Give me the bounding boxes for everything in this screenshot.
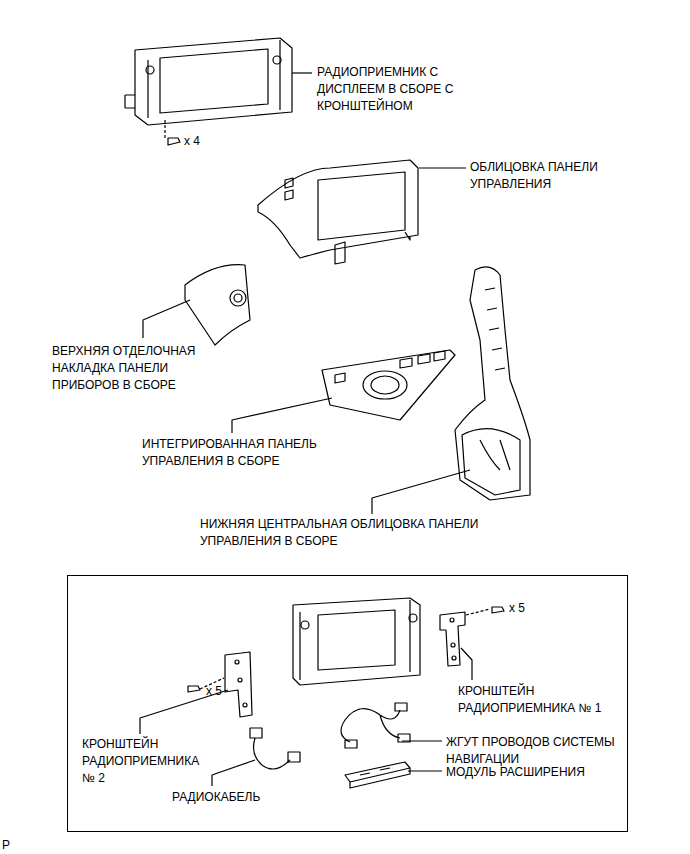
part-label: x 5: [206, 683, 246, 700]
part-label: КРОНШТЕЙН РАДИОПРИЕМНИКА № 1: [458, 683, 623, 717]
part-label: ЖГУТ ПРОВОДОВ СИСТЕМЫ НАВИГАЦИИ: [446, 734, 624, 768]
part-label: НИЖНЯЯ ЦЕНТРАЛЬНАЯ ОБЛИЦОВКА ПАНЕЛИ УПРА…: [200, 516, 505, 550]
part-label: ОБЛИЦОВКА ПАНЕЛИ УПРАВЛЕНИЯ: [470, 159, 630, 193]
part-label: ИНТЕГРИРОВАННАЯ ПАНЕЛЬ УПРАВЛЕНИЯ В СБОР…: [142, 436, 327, 470]
part-label: МОДУЛЬ РАСШИРЕНИЯ: [446, 764, 624, 781]
quantity-mark: P: [2, 837, 22, 854]
part-label: КРОНШТЕЙН РАДИОПРИЕМНИКА № 2: [82, 736, 207, 787]
part-label: x 5: [509, 600, 549, 617]
part-label: РАДИОКАБЕЛЬ: [172, 789, 292, 806]
part-label: ВЕРХНЯЯ ОТДЕЛОЧНАЯ НАКЛАДКА ПАНЕЛИ ПРИБО…: [52, 343, 232, 394]
quantity-mark: x 4: [184, 133, 224, 150]
part-label: РАДИОПРИЕМНИК С ДИСПЛЕЕМ В СБОРЕ С КРОНШ…: [317, 64, 492, 115]
inset-frame: x 5 КРОНШТЕЙН РАДИОПРИЕМНИКА № 1 x 5 ЖГУТ П…: [67, 575, 628, 832]
